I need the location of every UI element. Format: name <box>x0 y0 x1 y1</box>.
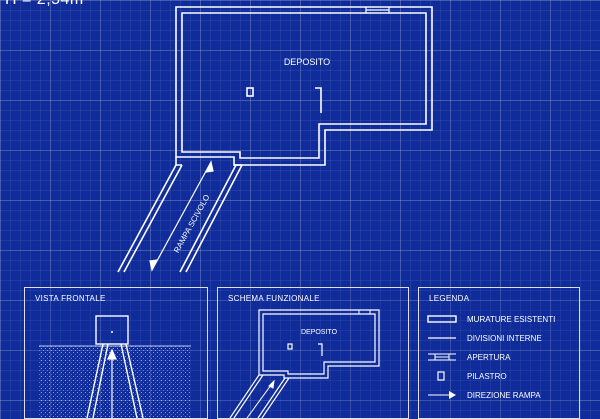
internal-partition-symbol-icon <box>428 337 456 339</box>
ramp-wall-left-outer <box>117 164 177 273</box>
ramp-wall-right-outer <box>185 164 243 273</box>
legend-label: APERTURA <box>467 352 511 362</box>
legend-item-opening: APERTURA <box>427 350 510 364</box>
scheme-drawing: DEPOSITO <box>229 309 380 418</box>
legend-label: PILASTRO <box>467 371 507 381</box>
legend-label: MURATURE ESISTENTI <box>467 314 556 324</box>
legend-item-internal-partitions: DIVISIONI INTERNE <box>427 331 542 345</box>
legend-label: DIREZIONE RAMPA <box>467 390 541 400</box>
ramp-wall-right-inner <box>179 164 237 273</box>
front-entrance <box>95 315 129 345</box>
legend-item-ramp-direction: DIREZIONE RAMPA <box>427 388 541 402</box>
outer-wall <box>175 6 433 166</box>
front-ramp-walls <box>86 343 144 418</box>
scheme-panel: SCHEMA FUNZIONALE DEPOSITO <box>217 287 409 419</box>
ramp-wall-left-inner <box>123 164 183 273</box>
ramp-direction-arrow-icon <box>428 391 456 399</box>
legend-label: DIVISIONI INTERNE <box>467 333 542 343</box>
top-opening <box>365 7 390 13</box>
height-label: H = 2,54m <box>5 0 84 9</box>
ramp-direction-arrow <box>149 160 214 272</box>
legend-title: LEGENDA <box>429 294 470 303</box>
front-view-panel: VISTA FRONTALE <box>24 287 208 419</box>
front-view-title: VISTA FRONTALE <box>35 294 106 303</box>
front-entrance-mark <box>111 331 113 333</box>
scheme-title: SCHEMA FUNZIONALE <box>228 294 320 303</box>
floor-plan: DEPOSITO RAMPA SCIVOLO <box>117 6 433 273</box>
legend-item-pillar: PILASTRO <box>427 369 507 383</box>
front-view-drawing <box>39 315 191 418</box>
pillar-symbol-icon <box>437 371 445 381</box>
legend-panel: LEGENDA MURATURE ESISTENTI DIVISIONI INT… <box>418 287 580 419</box>
internal-partition <box>315 87 322 113</box>
pillar <box>246 87 254 97</box>
legend-item-existing-walls: MURATURE ESISTENTI <box>427 312 555 326</box>
scheme-room-label: DEPOSITO <box>301 329 338 336</box>
inner-wall <box>181 12 427 159</box>
opening-symbol-icon <box>428 353 456 361</box>
room-label: DEPOSITO <box>284 57 330 67</box>
existing-wall-symbol-icon <box>427 315 457 323</box>
